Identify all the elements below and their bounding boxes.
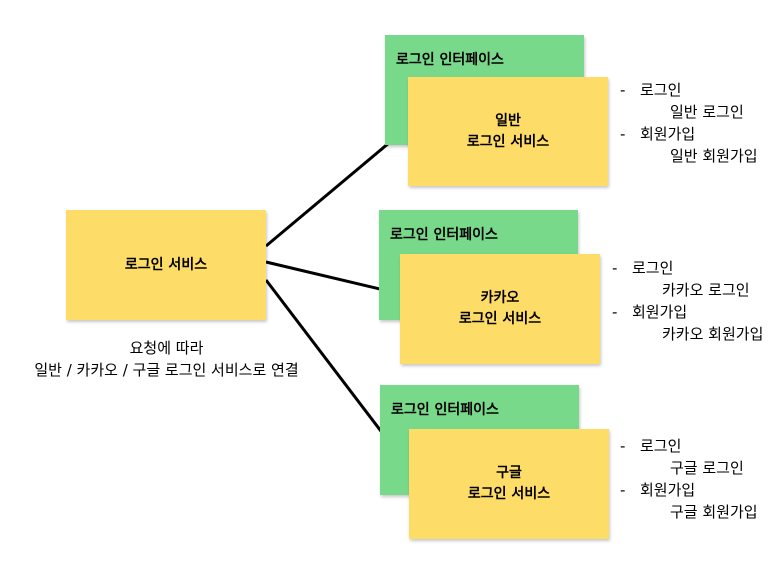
dash-marker: - [620, 437, 626, 455]
service-type-line: 로그인 서비스 [467, 486, 551, 502]
google-login-service-note: 구글 로그인 서비스 [409, 429, 609, 539]
service-name-line: 일반 [495, 112, 521, 129]
service-type-line: 로그인 서비스 [458, 311, 542, 327]
dash-marker: - [620, 125, 626, 143]
connector-line-kakao [265, 260, 402, 296]
caption-line-2: 일반 / 카카오 / 구글 로그인 서비스로 연결 [34, 361, 299, 379]
login-service-note: 로그인 서비스 [66, 210, 266, 320]
login-interface-label: 로그인 인터페이스 [391, 402, 499, 418]
feature-detail: 구글 회원가입 [670, 503, 758, 521]
feature-title: 로그인 [640, 437, 682, 455]
feature-detail: 일반 회원가입 [670, 147, 758, 165]
dash-marker: - [612, 303, 618, 321]
feature-title: 로그인 [632, 259, 674, 277]
caption-line-1: 요청에 따라 [129, 339, 204, 357]
list-item: - 회원가입 일반 회원가입 [620, 123, 758, 167]
login-interface-label: 로그인 인터페이스 [396, 52, 504, 68]
feature-title: 회원가입 [632, 303, 688, 321]
google-feature-list: - 로그인 구글 로그인 - 회원가입 구글 회원가입 [620, 435, 758, 523]
feature-title: 회원가입 [640, 481, 696, 499]
list-item: - 회원가입 카카오 회원가입 [612, 301, 763, 345]
feature-title: 로그인 [640, 81, 682, 99]
dash-marker: - [620, 481, 626, 499]
service-type-line: 로그인 서비스 [466, 133, 550, 150]
login-interface-label: 로그인 인터페이스 [390, 227, 498, 243]
feature-detail: 일반 로그인 [670, 103, 744, 121]
feature-title: 회원가입 [640, 125, 696, 143]
list-item: - 로그인 일반 로그인 [620, 79, 758, 123]
service-name-line: 카카오 [480, 290, 520, 306]
feature-detail: 구글 로그인 [670, 459, 744, 477]
kakao-login-service-note: 카카오 로그인 서비스 [400, 254, 600, 364]
list-item: - 로그인 구글 로그인 [620, 435, 758, 479]
feature-detail: 카카오 회원가입 [662, 325, 764, 343]
dash-marker: - [612, 259, 618, 277]
general-feature-list: - 로그인 일반 로그인 - 회원가입 일반 회원가입 [620, 79, 758, 167]
feature-detail: 카카오 로그인 [662, 281, 750, 299]
general-login-service-note: 일반 로그인 서비스 [408, 77, 608, 186]
list-item: - 로그인 카카오 로그인 [612, 257, 763, 301]
connector-line-general [265, 125, 409, 248]
login-service-caption: 요청에 따라 일반 / 카카오 / 구글 로그인 서비스로 연결 [0, 337, 333, 381]
login-service-label: 로그인 서비스 [124, 256, 208, 273]
service-name-line: 구글 [496, 465, 522, 481]
kakao-feature-list: - 로그인 카카오 로그인 - 회원가입 카카오 회원가입 [612, 257, 763, 345]
dash-marker: - [620, 81, 626, 99]
list-item: - 회원가입 구글 회원가입 [620, 479, 758, 523]
